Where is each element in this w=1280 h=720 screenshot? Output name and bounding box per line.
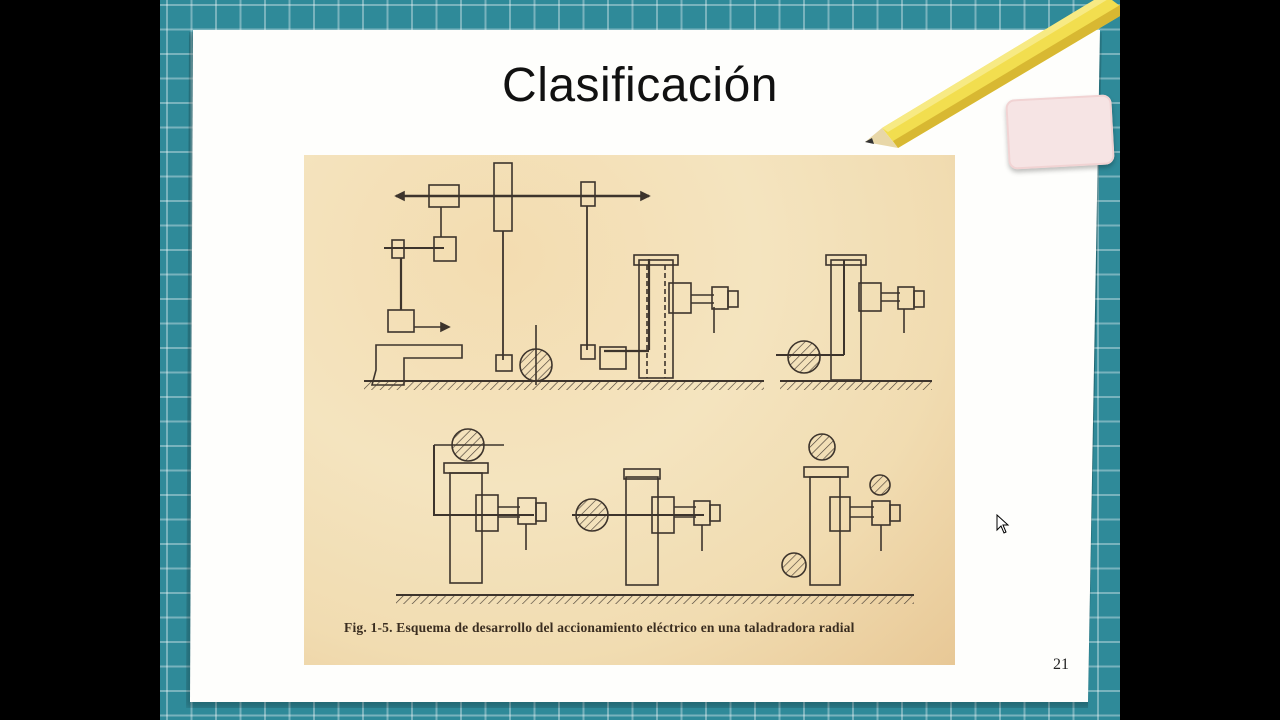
mouse-cursor-icon [996,514,1010,534]
eraser-decoration [1005,94,1115,170]
figure-caption: Fig. 1-5. Esquema de desarrollo del acci… [344,620,855,635]
drill-drive-diagram [364,162,932,604]
slide-viewport: Clasificación [160,0,1120,720]
page-number: 21 [1053,656,1069,673]
slide-title: Clasificación [502,59,778,112]
figure-image: Fig. 1-5. Esquema de desarrollo del acci… [304,155,955,665]
